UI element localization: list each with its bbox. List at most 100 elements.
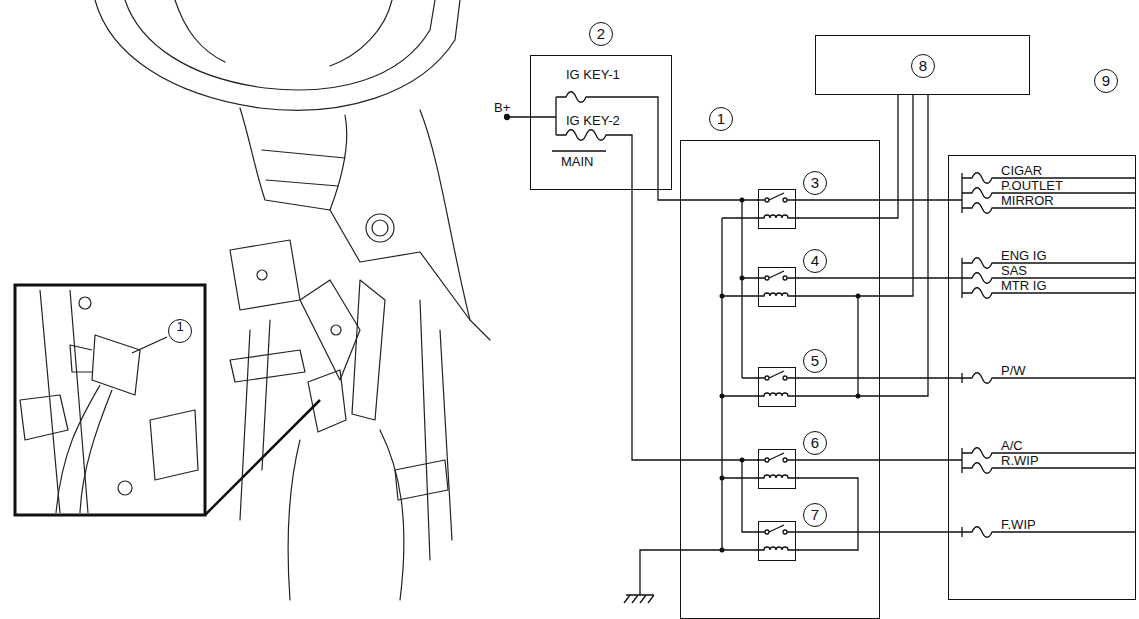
relay-switch [769, 371, 784, 378]
fuse-label: P/W [1001, 364, 1026, 378]
fuse-label: SAS [1001, 264, 1027, 278]
frame-line [240, 300, 452, 560]
steering-rim [95, 0, 460, 110]
coil-bus [857, 296, 858, 396]
relay-box: 134567 [680, 140, 880, 619]
steering-rim [125, 0, 435, 90]
dash-panel [330, 210, 470, 320]
callout-number: 8 [911, 54, 935, 78]
relay-coil [757, 475, 795, 478]
callout-number: 3 [803, 171, 827, 195]
relay-coil [757, 547, 795, 550]
relay-contact [765, 276, 769, 280]
bolt [257, 270, 267, 280]
fuse-symbol [962, 258, 1136, 269]
fuse-bracket [948, 448, 962, 473]
relay-switch [769, 271, 784, 278]
callout-number: 5 [803, 349, 827, 373]
fuse-panel: 9CIGARP.OUTLETMIRRORENG IGSASMTR IGP/WA/… [948, 155, 1136, 600]
fuse-label: IG KEY-2 [566, 114, 620, 128]
junction-dots [720, 198, 861, 553]
fuse-ig-key-1 [556, 92, 658, 190]
fuse-ig-key-2 [556, 130, 632, 190]
relay-contact [757, 531, 795, 532]
leader-line [132, 337, 167, 353]
wire [796, 95, 898, 218]
coil-bus [795, 478, 858, 550]
main-bar [552, 150, 606, 151]
callout-number: 9 [1094, 69, 1118, 93]
fuse-symbol [962, 527, 1136, 538]
fuse-label: MAIN [561, 155, 594, 169]
leader-line [205, 400, 320, 515]
ignition-knob [366, 214, 394, 242]
relay-coil [757, 215, 795, 218]
bracket-strip [40, 290, 88, 513]
fuse-block: 2IG KEY-1IG KEY-2MAIN [530, 55, 672, 190]
relay: 7 [758, 521, 796, 561]
relay-contact [765, 530, 769, 534]
ignition-knob [372, 220, 388, 236]
relay-contact [765, 458, 769, 462]
bolt [79, 297, 91, 309]
relay-contact [757, 277, 795, 278]
relay-switch [769, 525, 784, 532]
relay-contact [757, 199, 795, 200]
fuse-label: IG KEY-1 [566, 68, 620, 82]
dash-panel [420, 110, 490, 340]
panel [150, 410, 198, 480]
fuse-label: F.WIP [1001, 518, 1036, 532]
pedal-bracket [352, 280, 385, 420]
relay-contact [757, 459, 795, 460]
frame-line [288, 430, 404, 600]
wire [796, 459, 948, 460]
fuse-symbol [962, 448, 1136, 459]
fuse-label: A/C [1001, 439, 1023, 453]
bracket [20, 395, 68, 440]
relay-coil [757, 293, 795, 296]
relay-contact [765, 198, 769, 202]
symbol-strokes [757, 173, 1136, 550]
dash-bracket [300, 280, 360, 380]
fuse-label: R.WIP [1001, 454, 1039, 468]
contact-bus [742, 200, 757, 378]
fuse-symbol [962, 463, 1136, 474]
contact-bus [742, 460, 757, 532]
relay-coil [757, 393, 795, 396]
steering-spoke [175, 0, 392, 66]
callout-number: 2 [589, 22, 613, 46]
callout-number: 1 [709, 107, 733, 131]
harness [56, 385, 112, 513]
callout-number: 7 [803, 503, 827, 527]
fuse-label: MIRROR [1001, 194, 1054, 208]
ground-symbol [624, 595, 654, 603]
feed-wire [507, 97, 556, 135]
column-shroud [240, 108, 347, 210]
inset-sketch [20, 290, 198, 513]
fuse-bracket [948, 173, 962, 213]
relay-mount [70, 345, 93, 372]
relay-switch [769, 453, 784, 460]
wire [796, 377, 948, 378]
terminal-label: B+ [494, 101, 510, 115]
wire [658, 190, 758, 200]
fuse-bracket [948, 258, 962, 298]
ground-wire [640, 550, 722, 595]
fuse-symbol [962, 373, 1136, 384]
relay-contact [765, 376, 769, 380]
callout-number: 1 [168, 319, 192, 343]
wire [632, 190, 758, 460]
relay-contact [783, 530, 787, 534]
fuse-label: CIGAR [1001, 164, 1042, 178]
wire [796, 95, 913, 296]
relay: 3 [758, 189, 796, 229]
wire [796, 199, 948, 200]
wire [796, 531, 948, 532]
fuse-symbol [962, 273, 1136, 284]
relay-location [308, 370, 346, 432]
bolt [331, 325, 341, 335]
schematic-wiring [505, 92, 861, 603]
